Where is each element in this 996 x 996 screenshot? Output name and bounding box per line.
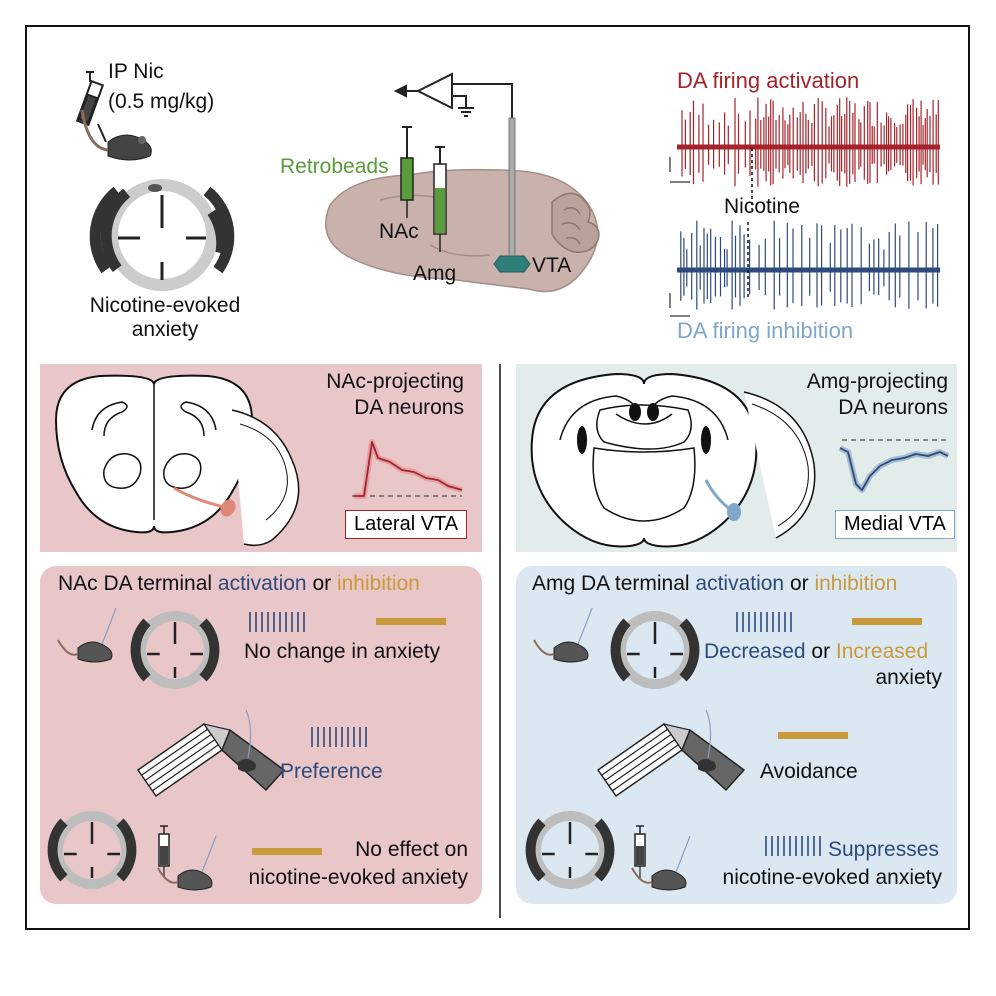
- amplifier-icon: [393, 72, 513, 118]
- nac-terminal-panel: [40, 566, 482, 904]
- amg-response-plot: [838, 439, 950, 493]
- elevated-maze-icon: [525, 811, 615, 889]
- mouse-icon: [533, 607, 593, 663]
- preference-text: Preference: [280, 760, 383, 783]
- vta-marker: [493, 255, 531, 273]
- stimulation-pulses-icon: [736, 612, 792, 632]
- elevated-maze-icon: [610, 611, 700, 689]
- suppresses-text-line2: nicotine-evoked anxiety: [722, 866, 942, 889]
- mouse-icon: [157, 835, 217, 891]
- amg-label: Amg: [413, 262, 457, 285]
- nac-projecting-title-line1: NAc-projecting: [326, 370, 464, 393]
- continuous-stimulation-bar: [852, 618, 922, 625]
- dose-label: (0.5 mg/kg): [108, 90, 215, 113]
- syringe-icon: [75, 71, 107, 143]
- lateral-vta-label: Lateral VTA: [345, 510, 468, 539]
- no-effect-text-line2: nicotine-evoked anxiety: [248, 866, 468, 889]
- amg-projecting-title-line2: DA neurons: [838, 396, 948, 419]
- amg-terminal-panel: [516, 566, 957, 904]
- inhibition-trace: [677, 220, 940, 310]
- nac-label: NAc: [379, 220, 419, 243]
- stimulation-pulses-icon: [765, 836, 821, 856]
- nicotine-label: Nicotine: [724, 195, 800, 218]
- no-effect-text-line1: No effect on: [355, 838, 468, 861]
- coronal-brain-illustration: [54, 374, 300, 547]
- retrobeads-label: Retrobeads: [280, 155, 389, 178]
- place-preference-apparatus-icon: [136, 709, 286, 798]
- anxiety-text: anxiety: [875, 666, 942, 689]
- mouse-icon: [80, 109, 152, 161]
- anxiety-label-line1: Nicotine-evoked: [89, 294, 241, 317]
- anxiety-label-line2: anxiety: [131, 318, 199, 341]
- mouse-icon: [631, 835, 691, 891]
- elevated-maze-icon: [47, 811, 137, 889]
- decreased-increased-text: Decreased or Increased: [704, 640, 929, 663]
- medial-vta-label: Medial VTA: [835, 510, 955, 539]
- continuous-stimulation-bar: [778, 732, 848, 739]
- sagittal-brain-illustration: [325, 117, 600, 293]
- scale-bar: [669, 157, 690, 317]
- inhibition-label: DA firing inhibition: [677, 318, 854, 343]
- stimulation-pulses-icon: [249, 612, 305, 632]
- continuous-stimulation-bar: [252, 848, 322, 855]
- retrobead-syringe-icon: [400, 126, 414, 218]
- vta-label: VTA: [532, 254, 572, 277]
- amg-terminal-header: Amg DA terminal activation or inhibition: [532, 572, 898, 595]
- mouse-icon: [57, 607, 117, 663]
- injection-label: IP Nic: [108, 60, 164, 83]
- nac-terminal-header: NAc DA terminal activation or inhibition: [58, 572, 420, 595]
- syringe-icon: [634, 825, 646, 878]
- stimulation-pulses-icon: [311, 727, 367, 747]
- place-preference-apparatus-icon: [596, 709, 746, 798]
- retrobead-syringe-icon: [433, 146, 447, 252]
- elevated-maze-icon: [89, 179, 235, 291]
- nac-projecting-title-line2: DA neurons: [354, 396, 464, 419]
- activation-label: DA firing activation: [677, 68, 860, 93]
- no-change-anxiety-text: No change in anxiety: [244, 640, 441, 663]
- coronal-brain-illustration: [530, 372, 816, 548]
- suppresses-text: Suppresses: [828, 838, 939, 861]
- activation-trace: [677, 97, 940, 187]
- avoidance-text: Avoidance: [760, 760, 858, 783]
- amg-projecting-title-line1: Amg-projecting: [806, 370, 948, 393]
- elevated-maze-icon: [130, 611, 220, 689]
- continuous-stimulation-bar: [376, 618, 446, 625]
- nac-response-plot: [352, 439, 463, 499]
